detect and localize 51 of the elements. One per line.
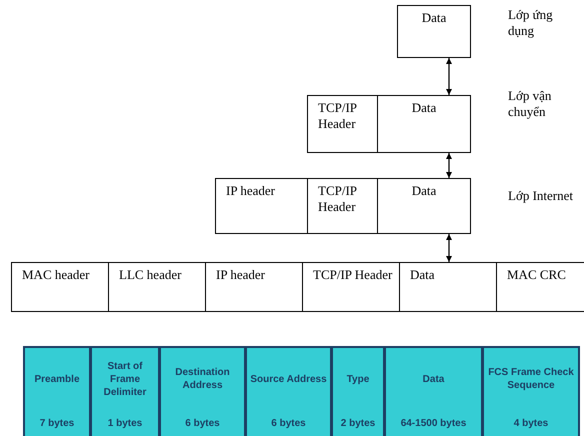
field-label: IP header [226, 183, 276, 199]
field-label: IP header [216, 267, 266, 283]
field-name: Destination Address [174, 366, 231, 393]
field-label: Data [410, 100, 438, 116]
double-arrow [446, 234, 452, 262]
packet-field-cell [11, 262, 109, 312]
field-size: 6 bytes [184, 417, 221, 430]
frame-field-cell [159, 346, 246, 436]
packet-field-cell [496, 262, 584, 312]
frame-field-cell [482, 346, 580, 436]
field-label: TCP/IP Header [313, 267, 394, 283]
field-name: Type [346, 372, 370, 386]
packet-field-cell [205, 262, 303, 312]
field-label: LLC header [119, 267, 182, 283]
packet-field-cell [307, 95, 378, 153]
field-size: 1 bytes [106, 417, 144, 430]
field-label: Data [410, 267, 436, 283]
field-size: 2 bytes [340, 417, 376, 430]
field-size: 7 bytes [38, 417, 76, 430]
packet-field-cell [302, 262, 400, 312]
packet-field-cell [307, 178, 378, 234]
field-name: FCS Frame Check Sequence [487, 366, 575, 393]
field-name: Preamble [33, 372, 81, 386]
layer-label: Lớp Internet [508, 188, 574, 204]
field-size: 6 bytes [270, 417, 307, 430]
field-label: Data [420, 10, 448, 26]
packet-field-cell [377, 178, 471, 234]
double-arrow [446, 58, 452, 95]
frame-field-cell [23, 346, 91, 436]
field-size: 64-1500 bytes [400, 417, 468, 430]
layer-label: Lớp ứng dụng [508, 7, 554, 39]
frame-field-cell [331, 346, 385, 436]
field-label: Data [410, 183, 438, 199]
packet-field-cell [108, 262, 206, 312]
field-size: 4 bytes [512, 417, 550, 430]
field-label: TCP/IP Header [318, 100, 358, 132]
field-name: Data [422, 372, 446, 386]
packet-field-cell [397, 5, 471, 58]
packet-field-cell [399, 262, 497, 312]
frame-field-cell [384, 346, 483, 436]
layer-label: Lớp vận chuyển [508, 88, 552, 120]
double-arrow [446, 153, 452, 178]
packet-field-cell [377, 95, 471, 153]
frame-field-cell [90, 346, 160, 436]
field-name: Start of Frame Delimiter [102, 360, 148, 400]
frame-field-cell [245, 346, 332, 436]
packet-field-cell [215, 178, 308, 234]
field-label: TCP/IP Header [318, 183, 358, 215]
field-name: Source Address [249, 372, 328, 386]
field-label: MAC CRC [507, 267, 567, 283]
field-label: MAC header [22, 267, 91, 283]
